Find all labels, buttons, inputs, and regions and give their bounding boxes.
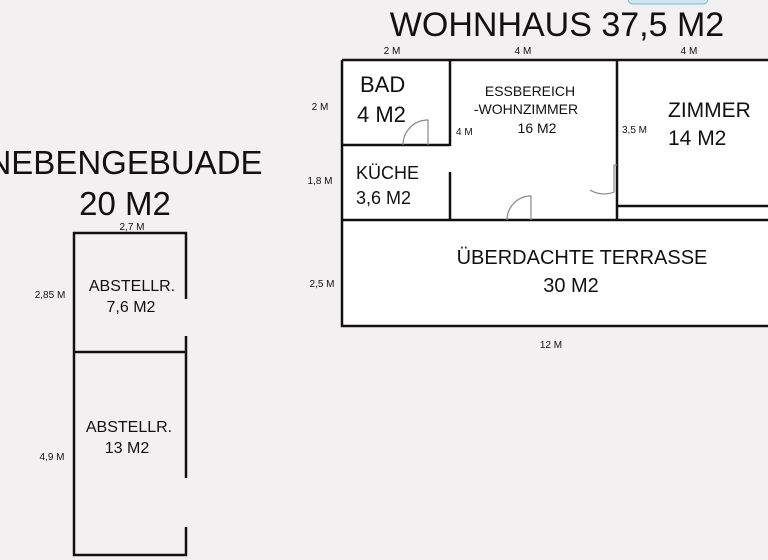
room-bad-name: BAD [360, 72, 405, 97]
room-ess-area: 16 M2 [518, 120, 557, 136]
room-ess-name1: ESSBEREICH [485, 83, 575, 99]
dim-bottom: 12 M [540, 340, 562, 351]
dim-top-left: 2 M [384, 46, 401, 57]
wohnhaus-walls [340, 58, 768, 328]
wohnhaus-floor [342, 60, 768, 326]
room-upper-area: 7,6 M2 [107, 299, 156, 316]
dim-left-kueche: 1,8 M [307, 176, 332, 187]
wohnhaus-title: WOHNHAUS 37,5 M2 [390, 6, 724, 44]
wohnhaus: WOHNHAUS 37,5 M2 2 M 4 M 4 M 2 M 1,8 M 2… [307, 6, 768, 351]
door-ess [506, 195, 532, 221]
room-terrasse-area: 30 M2 [543, 275, 599, 297]
room-zimmer-name: ZIMMER [668, 99, 751, 122]
door-zimmer [589, 164, 617, 195]
room-zimmer-area: 14 M2 [668, 127, 726, 150]
room-ess-name2: -WOHNZIMMER [474, 101, 578, 117]
room-kueche-name: KÜCHE [356, 163, 419, 183]
room-bad-area: 4 M2 [357, 102, 406, 127]
partial-ui-element [627, 0, 709, 5]
dim-left-bad: 2 M [312, 102, 329, 113]
dim-top-right: 4 M [681, 46, 698, 57]
nebengebaeude: NEBENGEBUADE 20 M2 2,7 M 2,85 M 4,9 M AB… [0, 144, 263, 557]
door-bad [402, 119, 429, 146]
room-terrasse-name: ÜBERDACHTE TERRASSE [457, 247, 708, 269]
nebengebaeude-title: NEBENGEBUADE [0, 144, 263, 181]
dim-left-terrasse: 2,5 M [309, 279, 334, 290]
room-upper-name: ABSTELLR. [89, 278, 175, 295]
dim-neben-top: 2,7 M [119, 222, 144, 233]
room-kueche-area: 3,6 M2 [356, 188, 411, 208]
dim-top-mid: 4 M [515, 46, 532, 57]
room-lower-name: ABSTELLR. [86, 419, 172, 436]
nebengebaeude-area: 20 M2 [79, 185, 171, 222]
dim-neben-upper: 2,85 M [35, 290, 66, 301]
room-lower-area: 13 M2 [105, 440, 150, 457]
dim-inner-ess: 4 M [456, 127, 473, 138]
dim-inner-zimmer: 3,5 M [622, 125, 647, 136]
dim-neben-lower: 4,9 M [39, 452, 64, 463]
nebengebaeude-walls [72, 231, 188, 557]
